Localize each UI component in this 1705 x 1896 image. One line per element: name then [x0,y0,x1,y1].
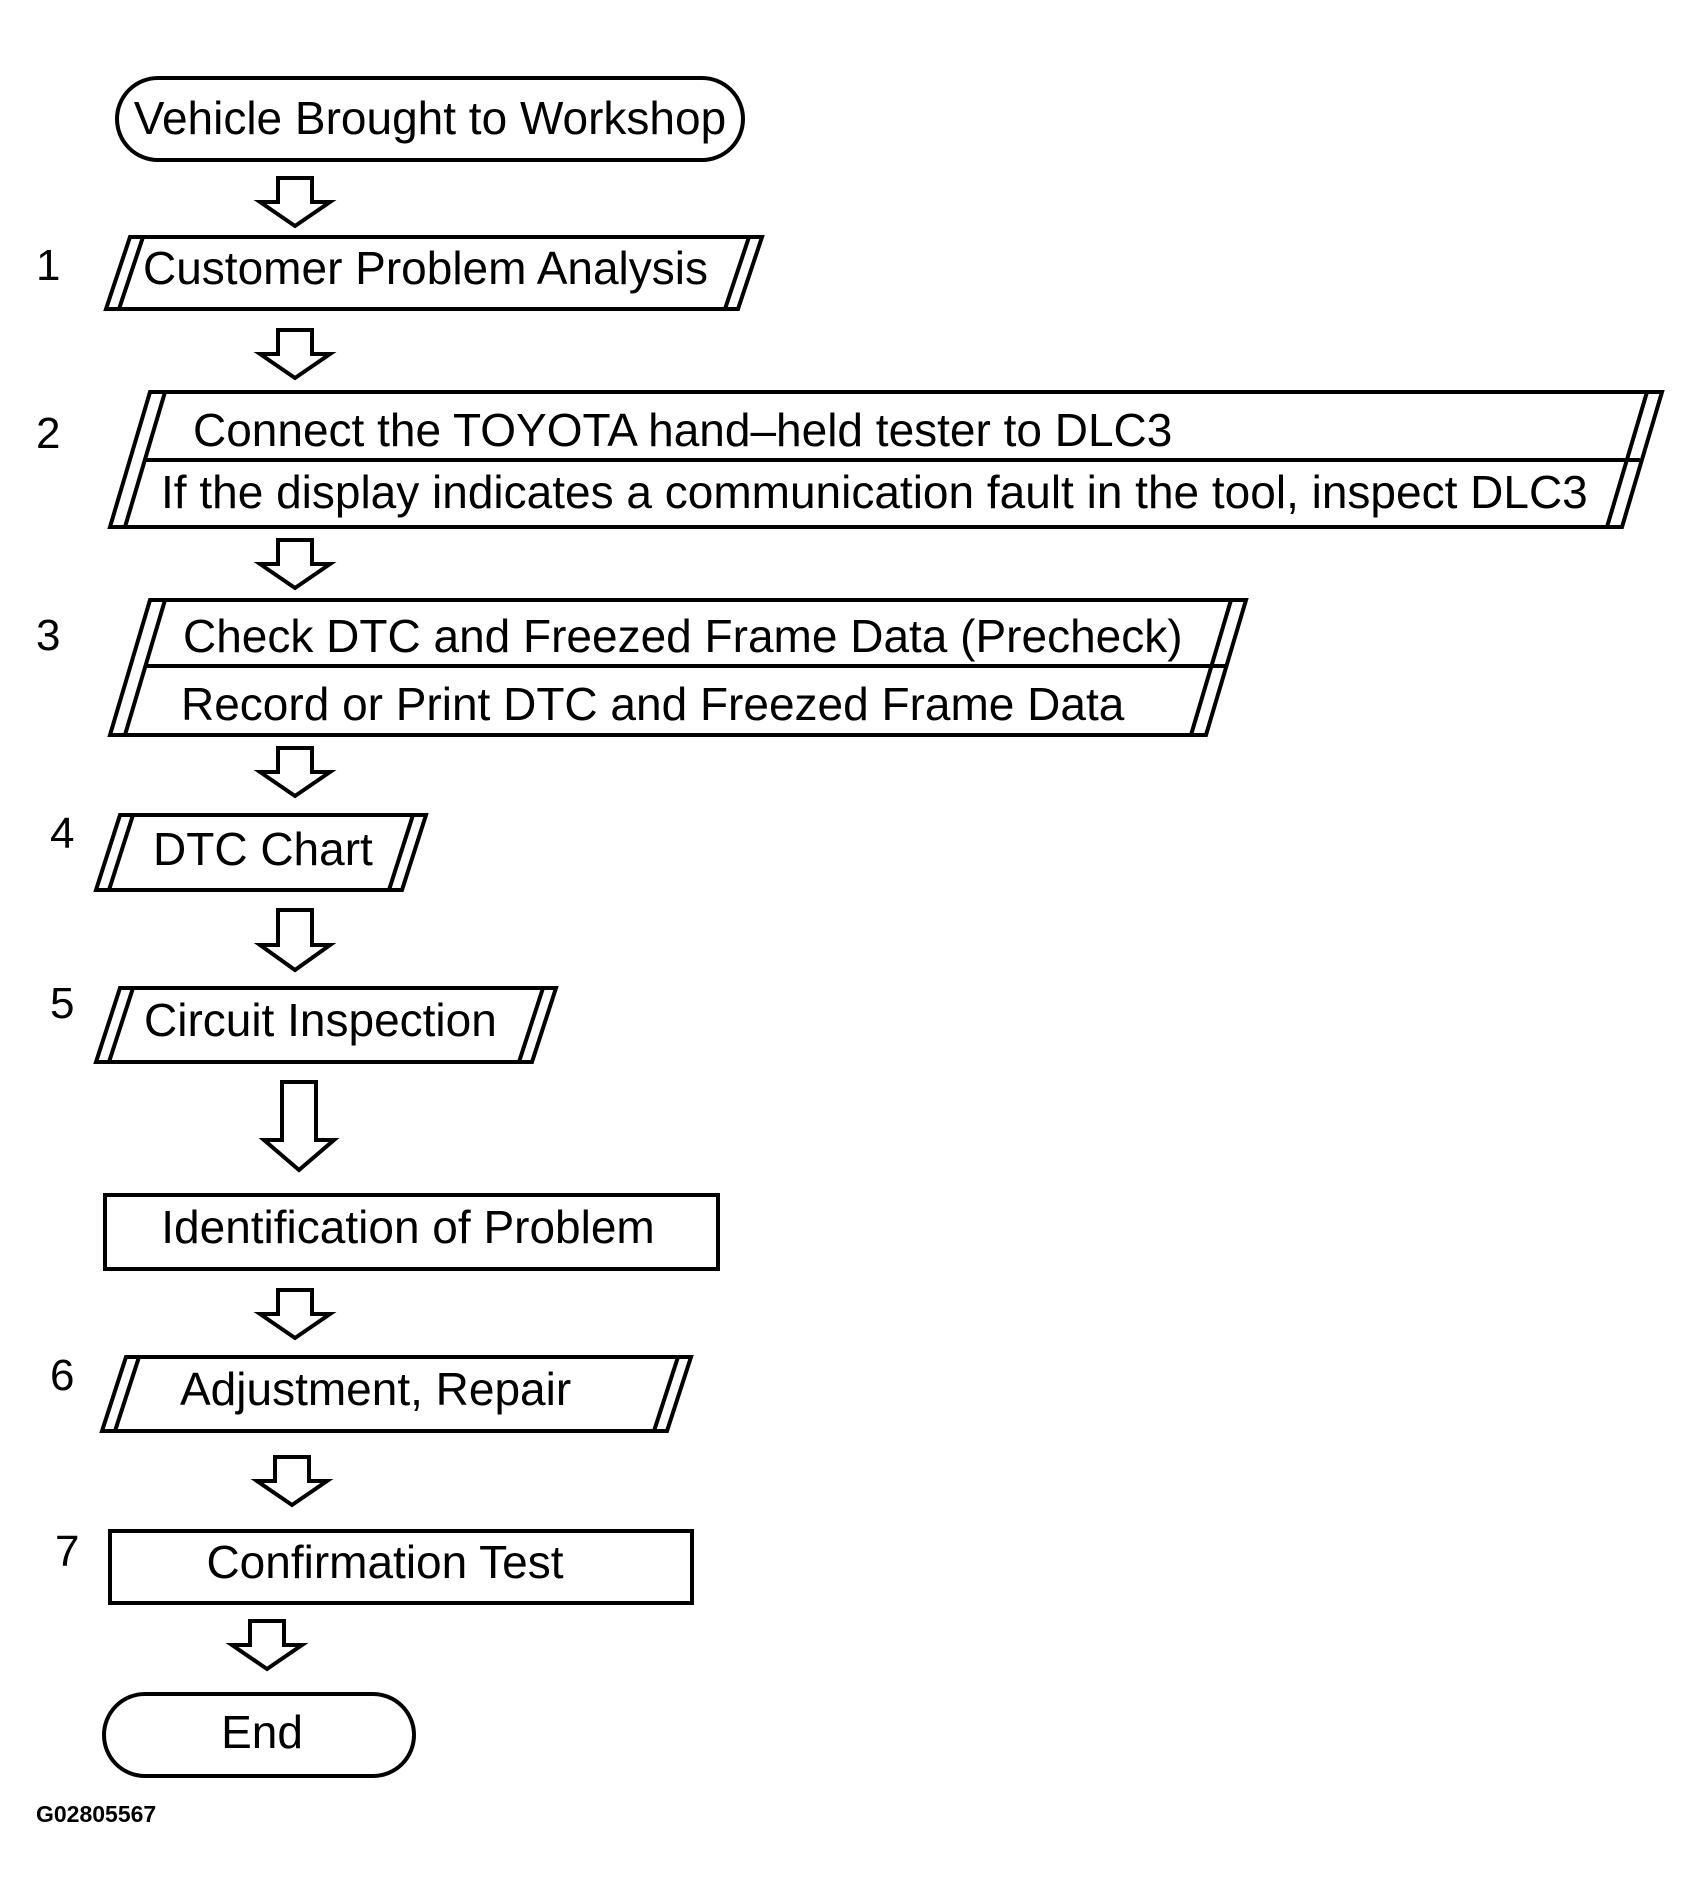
arrow-down-icon [250,1455,334,1508]
parallelogram-inner-edge [723,236,751,310]
step-4-parallelogram [93,813,429,892]
step-number: 4 [50,809,74,858]
end-label: End [221,1706,303,1758]
confirmation-test-box [108,1529,694,1605]
step-label: DTC Chart [153,823,373,875]
step-line-1: Check DTC and Freezed Frame Data (Preche… [183,610,1183,662]
step-label: Confirmation Test [206,1536,563,1588]
parallelogram-inner-edge [113,1356,141,1432]
parallelogram-inner-edge [517,987,545,1063]
step-adjustment-repair: 6 Adjustment, Repair [50,1351,694,1433]
step-dtc-chart: 4 DTC Chart [50,809,429,892]
figure-id: G02805567 [36,1801,156,1827]
step-circuit-inspection: 5 Circuit Inspection [50,979,559,1064]
arrow-down-icon [253,328,337,381]
step-number: 5 [50,979,74,1028]
step-line-2: If the display indicates a communication… [161,466,1588,518]
parallelogram-inner-edge [387,814,415,891]
step-label: Adjustment, Repair [180,1363,571,1415]
step-confirmation-test: 7 Confirmation Test [55,1527,694,1605]
step-label: Identification of Problem [161,1201,655,1253]
arrow-down-icon [253,908,337,973]
end-terminal-shape [102,1692,416,1778]
end-terminal: End [102,1692,416,1778]
start-terminal: Vehicle Brought to Workshop [115,76,745,162]
step-customer-analysis: 1 Customer Problem Analysis [36,235,765,311]
step-number: 1 [36,241,60,290]
start-label: Vehicle Brought to Workshop [134,92,726,144]
identification-box [103,1193,720,1271]
step-number: 3 [36,611,60,660]
arrow-down-icon [253,176,337,229]
step-number: 7 [55,1527,79,1576]
step-identification: Identification of Problem [103,1193,720,1271]
arrow-down-icon [225,1619,309,1672]
step-label: Circuit Inspection [144,994,497,1046]
parallelogram-inner-edge [107,987,135,1063]
step-connect-tester: 2 Connect the TOYOTA hand–held tester to… [36,390,1665,529]
step-1-parallelogram [103,235,765,311]
step-check-dtc: 3 Check DTC and Freezed Frame Data (Prec… [36,598,1249,737]
parallelogram-inner-edge [117,236,145,310]
step-6-parallelogram [99,1355,694,1433]
arrow-down-icon [253,746,337,799]
parallelogram-inner-edge [107,814,135,891]
arrow-down-icon [253,538,337,591]
step-line-2: Record or Print DTC and Freezed Frame Da… [181,678,1125,730]
step-5-parallelogram [93,986,559,1064]
arrow-down-icon [258,1080,340,1173]
step-number: 2 [36,409,60,458]
arrow-down-icon [253,1288,337,1341]
step-label: Customer Problem Analysis [143,242,708,294]
step-line-1: Connect the TOYOTA hand–held tester to D… [193,404,1172,456]
parallelogram-inner-edge [652,1356,680,1432]
start-terminal-shape [115,76,745,162]
step-number: 6 [50,1351,74,1400]
